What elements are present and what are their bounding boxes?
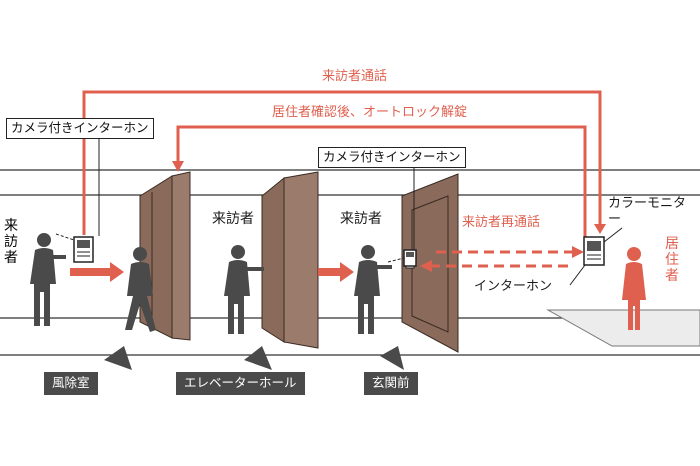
visitor-label-left: 来訪者: [4, 218, 18, 267]
location-markers: [104, 346, 404, 370]
resident-figure: [622, 247, 646, 330]
visitor-label-entrance: 来訪者: [340, 211, 382, 227]
entrance-intercom-icon: [403, 249, 417, 267]
camera-intercom-label-1: カメラ付きインターホン: [6, 118, 154, 139]
resident-label: 居住者: [665, 236, 679, 285]
leader-lines: [55, 136, 623, 286]
visitor-call-label: 来訪者通話: [322, 69, 388, 84]
elevator-hall-door: [261, 171, 319, 349]
visitor-recall-label: 来訪者再通話: [462, 215, 541, 230]
recall-dashed-arrow-right: [436, 246, 584, 258]
confirm-unlock-label: 居住者確認後、オートロック解錠: [272, 105, 468, 120]
visitor-figure-entrance: [354, 245, 392, 334]
recall-dashed-arrow-left: [420, 260, 572, 272]
color-monitor-label: カラーモニター: [608, 196, 687, 228]
move-arrow-1: [70, 262, 124, 282]
location-entrance-front: 玄関前: [364, 372, 418, 395]
visitor-figure-walking: [125, 247, 156, 332]
camera-intercom-icon: [73, 236, 94, 263]
move-arrow-2: [318, 262, 354, 282]
visitor-figure-elevator: [224, 245, 264, 334]
resident-floor: [546, 309, 700, 347]
visitor-figure-left: [30, 233, 66, 326]
unlock-arrow: [172, 125, 587, 237]
location-elevator-hall: エレベーターホール: [176, 372, 305, 395]
visitor-label-elevator: 来訪者: [212, 211, 254, 227]
color-monitor-icon: [583, 236, 605, 266]
camera-intercom-label-2: カメラ付きインターホン: [318, 147, 466, 168]
visitor-call-arrow: [82, 90, 606, 235]
location-windbreak-room: 風除室: [44, 372, 98, 395]
intercom-label: インターホン: [474, 279, 553, 294]
